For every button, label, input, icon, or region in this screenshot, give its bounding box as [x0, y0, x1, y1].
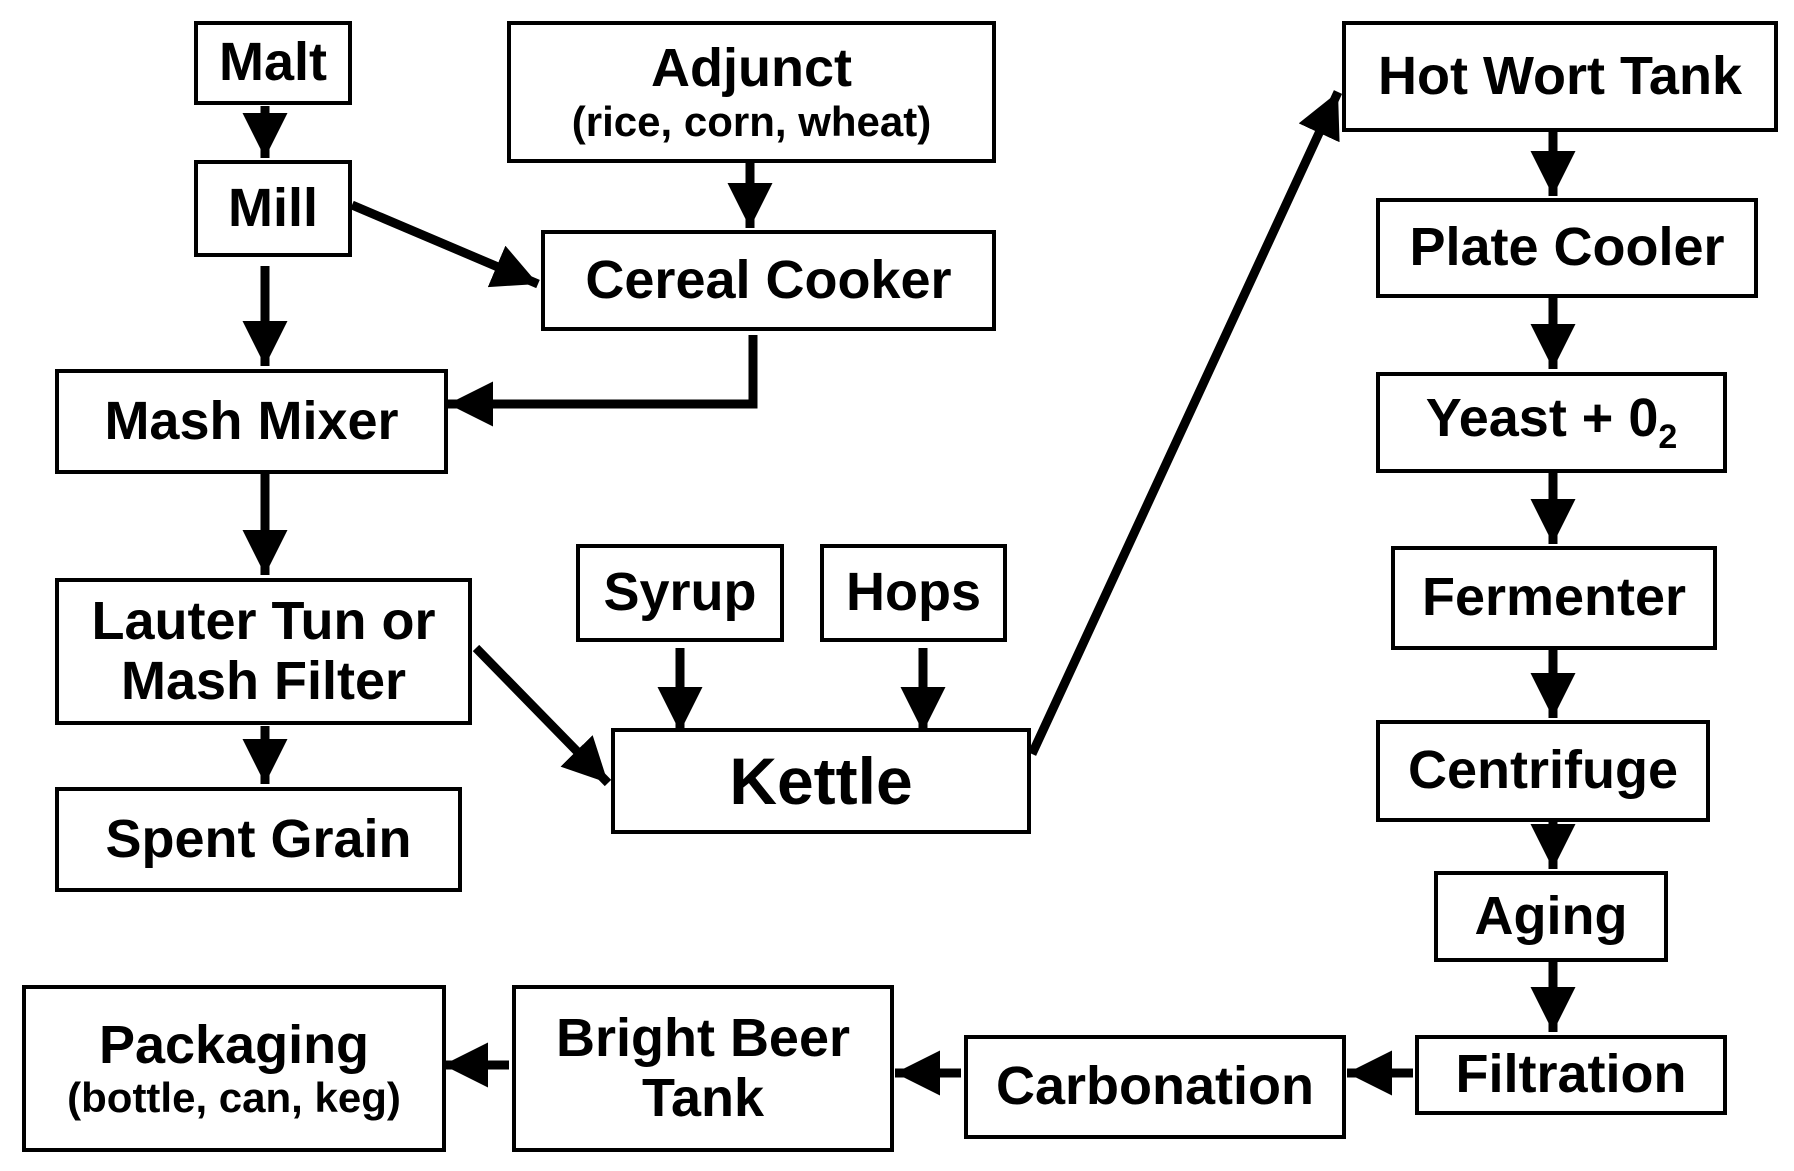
arrow-cereal-cooker-to-mash-mixer — [448, 335, 758, 427]
node-malt-label: Malt — [219, 32, 327, 93]
node-fermenter-label: Fermenter — [1421, 567, 1687, 628]
node-aging-label: Aging — [1474, 885, 1628, 946]
node-hops: Hops — [820, 544, 1007, 642]
node-syrup: Syrup — [576, 544, 784, 642]
node-carbonation: Carbonation — [964, 1035, 1346, 1139]
node-filtration: Filtration — [1415, 1035, 1727, 1115]
node-cereal-cooker-label: Cereal Cooker — [585, 249, 952, 310]
node-packaging-label: Packaging — [98, 1014, 370, 1075]
node-lauter-tun-line2: Mash Filter — [120, 650, 407, 711]
node-malt: Malt — [194, 21, 352, 105]
arrow-lauter-tun-to-kettle — [472, 644, 612, 787]
node-lauter-tun-line1: Lauter Tun or — [91, 591, 436, 652]
arrow-kettle-to-hot-wort-tank — [1027, 90, 1343, 756]
node-hops-label: Hops — [846, 562, 981, 623]
node-packaging-sublabel: (bottle, can, keg) — [67, 1074, 401, 1122]
node-adjunct-sublabel: (rice, corn, wheat) — [571, 97, 932, 145]
node-packaging: Packaging (bottle, can, keg) — [22, 985, 446, 1152]
node-aging: Aging — [1434, 871, 1668, 962]
node-yeast-o2-label: Yeast + 02 — [1425, 387, 1678, 456]
node-syrup-label: Syrup — [603, 562, 757, 623]
node-mill: Mill — [194, 160, 352, 257]
node-kettle-label: Kettle — [729, 743, 913, 818]
node-fermenter: Fermenter — [1391, 546, 1717, 650]
node-yeast-o2-text: Yeast + 0 — [1425, 387, 1659, 448]
arrow-mill-to-cereal-cooker — [350, 200, 540, 289]
node-centrifuge: Centrifuge — [1376, 720, 1710, 822]
node-filtration-label: Filtration — [1455, 1044, 1687, 1105]
node-mash-mixer: Mash Mixer — [55, 369, 448, 474]
node-mash-mixer-label: Mash Mixer — [104, 390, 399, 451]
node-kettle: Kettle — [611, 728, 1031, 834]
node-bright-beer-tank-line2: Tank — [641, 1067, 765, 1128]
node-lauter-tun-or-mash-filter: Lauter Tun or Mash Filter — [55, 578, 472, 725]
node-yeast-o2-subscript: 2 — [1658, 417, 1678, 456]
node-adjunct-label: Adjunct — [651, 38, 852, 99]
node-centrifuge-label: Centrifuge — [1408, 740, 1678, 801]
node-hot-wort-tank-label: Hot Wort Tank — [1378, 45, 1742, 106]
node-bright-beer-tank-line1: Bright Beer — [555, 1008, 851, 1069]
node-hot-wort-tank: Hot Wort Tank — [1342, 21, 1778, 132]
node-plate-cooler-label: Plate Cooler — [1409, 217, 1725, 278]
node-adjunct: Adjunct (rice, corn, wheat) — [507, 21, 996, 163]
node-cereal-cooker: Cereal Cooker — [541, 230, 996, 331]
node-spent-grain-label: Spent Grain — [105, 808, 412, 869]
node-plate-cooler: Plate Cooler — [1376, 198, 1758, 298]
node-mill-label: Mill — [228, 177, 318, 238]
node-carbonation-label: Carbonation — [996, 1056, 1314, 1117]
node-yeast-o2: Yeast + 02 — [1376, 372, 1727, 473]
node-spent-grain: Spent Grain — [55, 787, 462, 892]
node-bright-beer-tank: Bright Beer Tank — [512, 985, 894, 1152]
